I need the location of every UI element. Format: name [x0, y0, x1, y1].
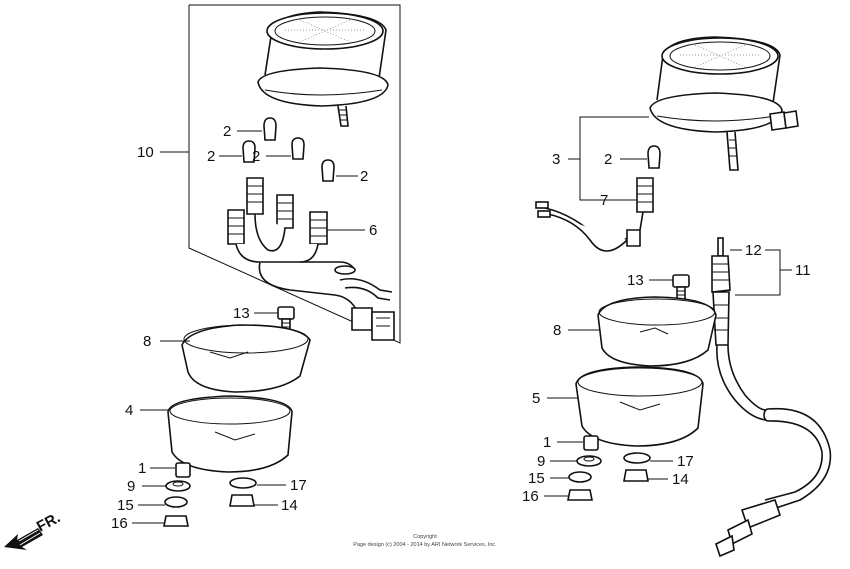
label-16: 16	[111, 515, 128, 532]
label-1: 1	[543, 434, 551, 451]
left-bulbs	[242, 117, 335, 182]
label-11: 11	[795, 262, 811, 279]
part-labels: 10 2 2 2 2 6 13 8 4 1 9 15 16 17 14 3 2 …	[111, 123, 811, 532]
right-meter-housing	[649, 36, 799, 171]
right-bulb-socket	[535, 145, 661, 252]
left-case-4	[167, 395, 293, 473]
left-hardware	[163, 462, 257, 527]
label-13: 13	[233, 305, 250, 322]
label-5: 5	[532, 390, 540, 407]
front-direction-arrow-icon	[4, 528, 43, 550]
label-16: 16	[522, 488, 539, 505]
assembly-10-bracket	[188, 4, 401, 344]
label-15: 15	[117, 497, 134, 514]
right-bolt-13	[672, 274, 690, 302]
label-9: 9	[127, 478, 135, 495]
right-case-8	[597, 296, 717, 367]
label-10: 10	[137, 144, 154, 161]
right-case-5	[575, 366, 704, 447]
left-case-8	[181, 324, 311, 393]
label-3: 3	[552, 151, 560, 168]
left-wire-harness	[227, 177, 395, 341]
label-17: 17	[290, 477, 307, 494]
label-14: 14	[672, 471, 689, 488]
label-2: 2	[360, 168, 368, 185]
label-6: 6	[369, 222, 377, 239]
left-bolt-13	[277, 306, 295, 334]
label-1: 1	[138, 460, 146, 477]
copyright-notice: Page design (c) 2004 - 2014 by ARI Netwo…	[353, 542, 497, 548]
label-8: 8	[553, 322, 561, 339]
label-4: 4	[125, 402, 133, 419]
leader-lines	[132, 130, 742, 524]
label-2: 2	[604, 151, 612, 168]
label-9: 9	[537, 453, 545, 470]
label-14: 14	[281, 497, 298, 514]
label-2: 2	[223, 123, 231, 140]
left-meter-housing	[257, 11, 389, 127]
label-13: 13	[627, 272, 644, 289]
label-7: 7	[600, 192, 608, 209]
speedometer-cable	[711, 237, 832, 558]
label-2: 2	[252, 148, 260, 165]
label-2: 2	[207, 148, 215, 165]
label-17: 17	[677, 453, 694, 470]
label-12: 12	[745, 242, 762, 259]
label-15: 15	[528, 470, 545, 487]
right-hardware	[567, 435, 651, 501]
label-8: 8	[143, 333, 151, 350]
copyright-title: Copyright	[413, 534, 437, 540]
bracket-11	[735, 249, 781, 296]
